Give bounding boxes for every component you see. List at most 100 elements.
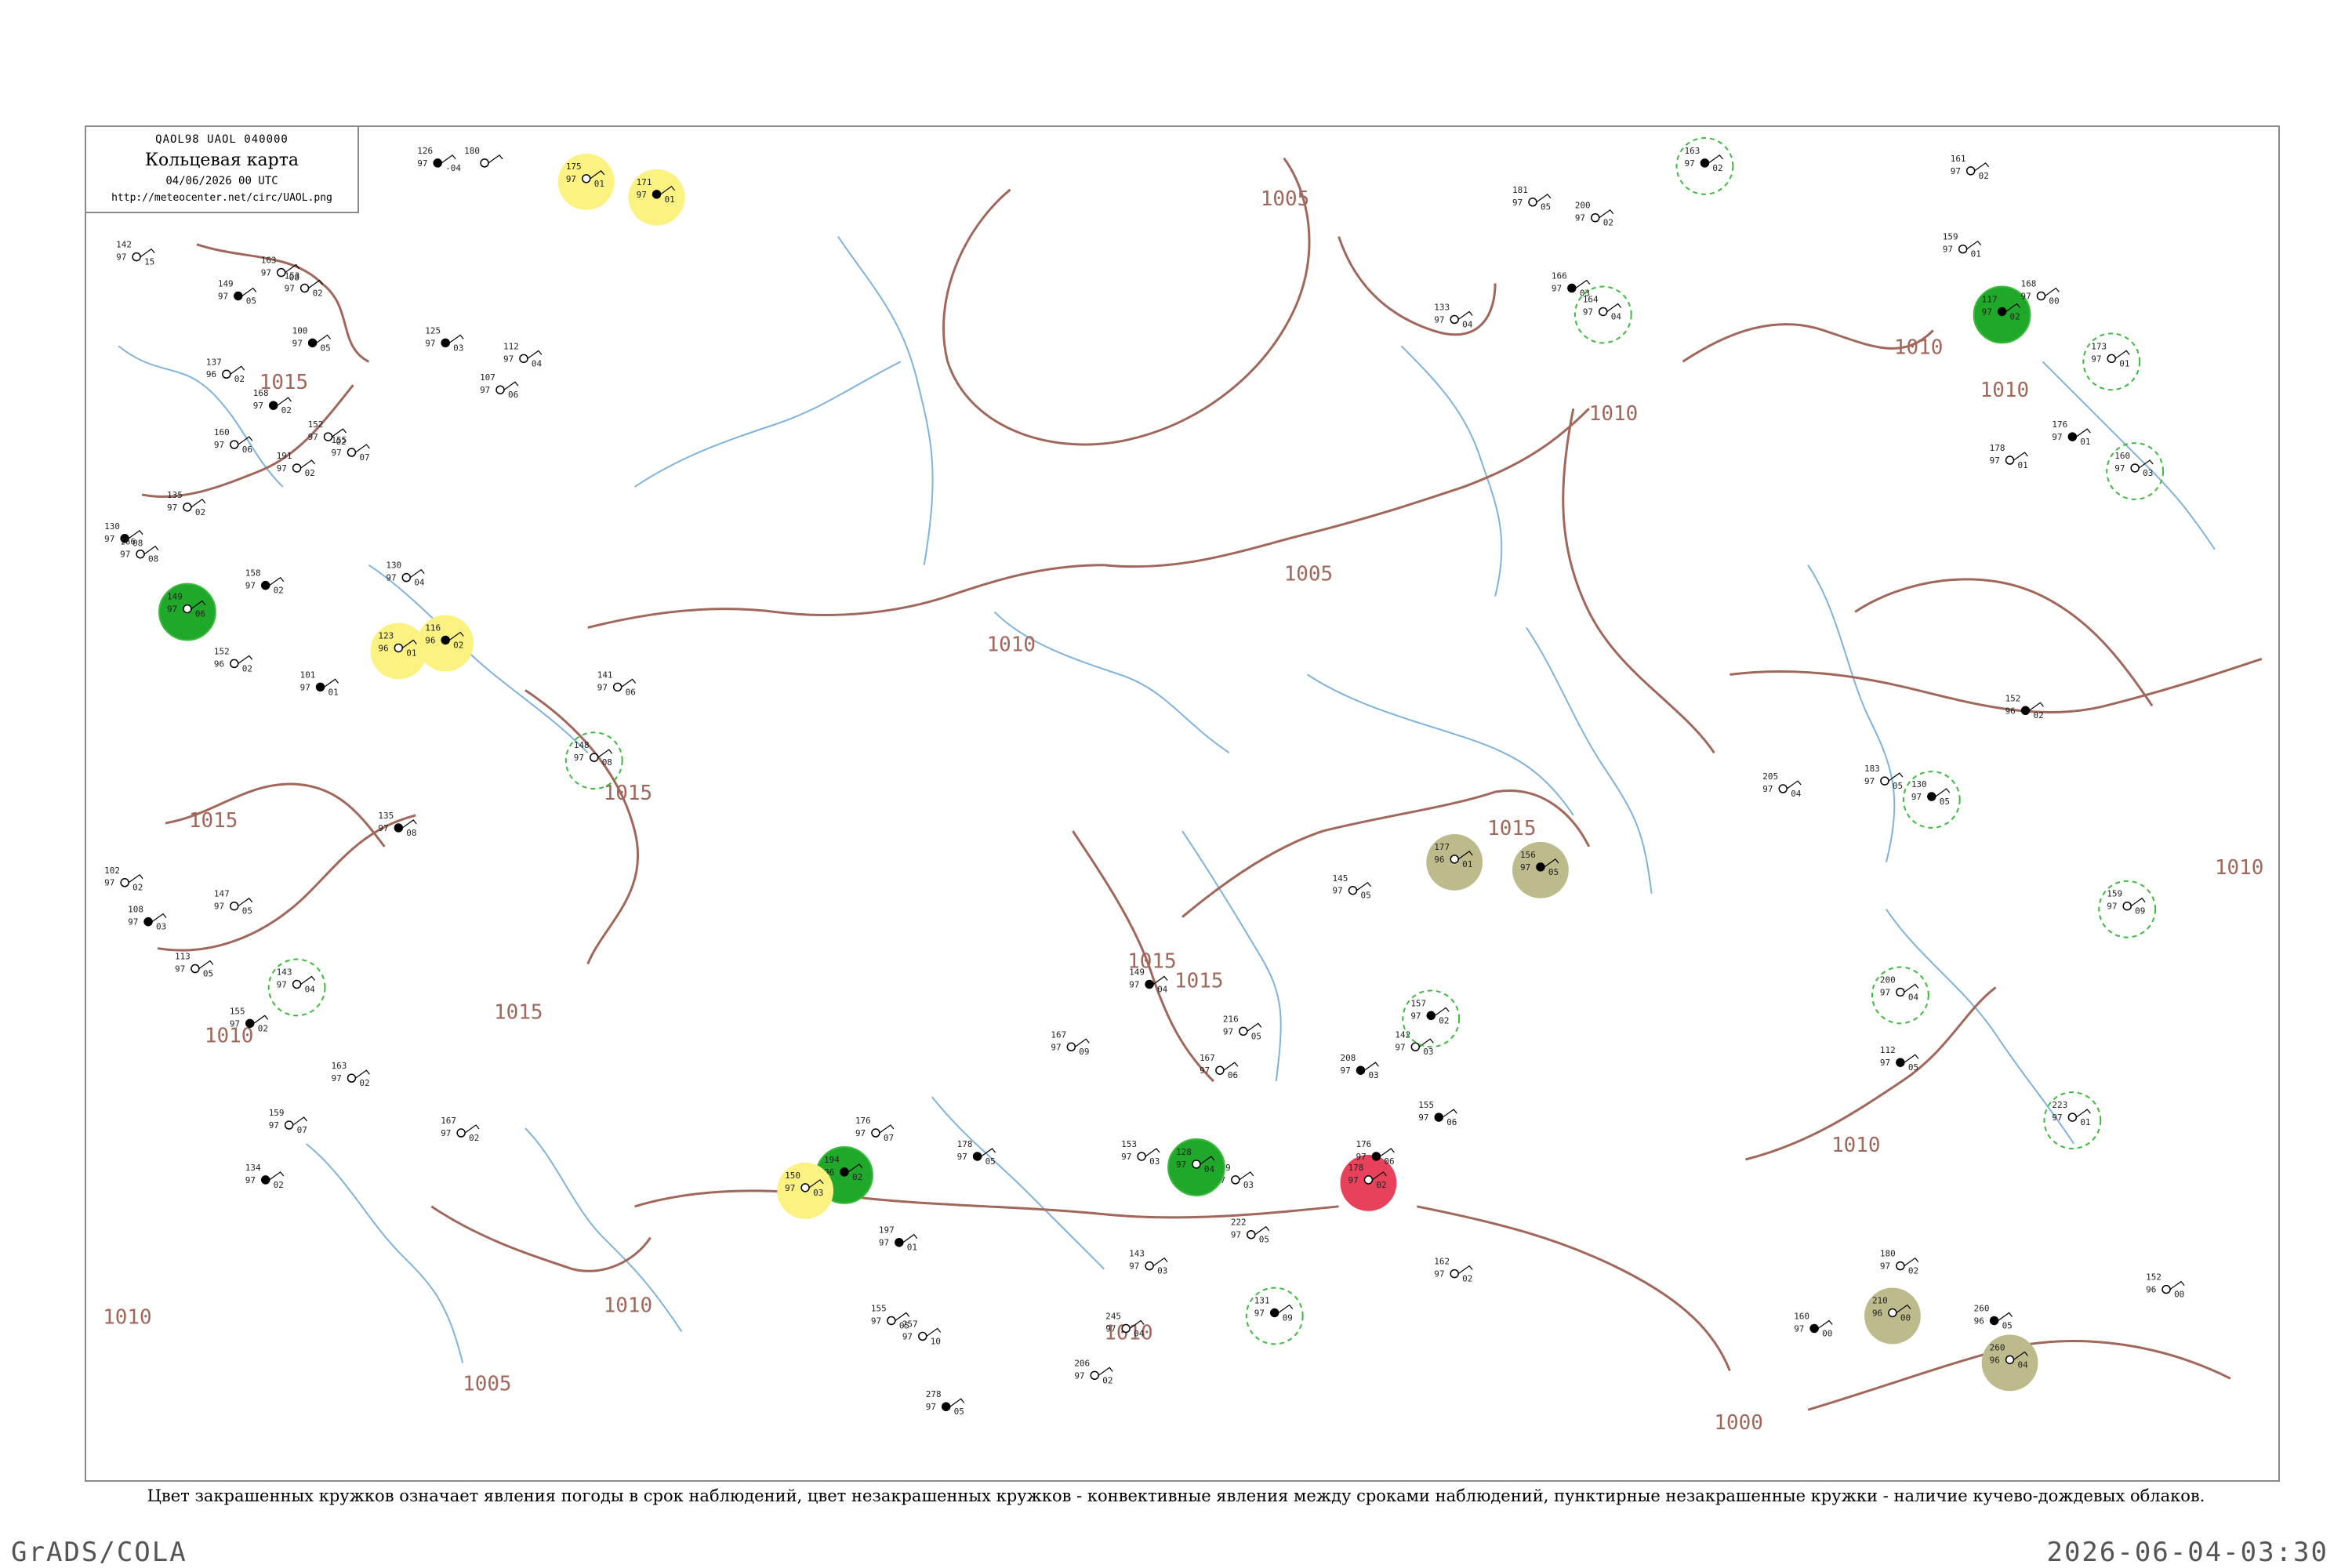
station-pressure: 197 xyxy=(879,1225,895,1236)
station-pressure: 164 xyxy=(1583,294,1599,304)
wind-barb-icon xyxy=(2076,428,2091,437)
isobar-label: 1015 xyxy=(260,371,308,394)
station-pressure: 208 xyxy=(1341,1053,1356,1063)
station-pressure: 149 xyxy=(218,279,234,289)
station-pressure: 200 xyxy=(1880,975,1896,985)
cloud-cover-icon xyxy=(2107,354,2116,364)
station-dewpoint: 96 xyxy=(1872,1308,1882,1318)
station-tendency: 05 xyxy=(1940,797,1950,807)
cloud-cover-icon xyxy=(1066,1042,1076,1052)
cloud-cover-icon xyxy=(2161,1284,2171,1294)
weather-circle xyxy=(2082,332,2141,391)
station-pressure: 161 xyxy=(1951,154,1966,164)
station-pressure: 112 xyxy=(1880,1045,1896,1055)
cloud-cover-icon xyxy=(1247,1229,1256,1240)
station-pressure: 163 xyxy=(1685,146,1700,156)
isobar-label: 1010 xyxy=(987,633,1036,656)
weather-circle xyxy=(1871,966,1929,1025)
cloud-cover-icon xyxy=(1778,784,1788,793)
wind-barb-icon xyxy=(324,678,339,688)
station-tendency: 02 xyxy=(1102,1375,1112,1385)
station-tendency: 05 xyxy=(2002,1320,2013,1330)
cloud-cover-icon xyxy=(1958,244,1968,254)
wind-barb-icon xyxy=(2138,459,2154,469)
wind-barb-icon xyxy=(1434,1007,1450,1016)
station-tendency: 06 xyxy=(1446,1117,1457,1127)
station-pressure: 100 xyxy=(292,325,308,336)
cloud-cover-icon xyxy=(941,1402,951,1411)
wind-barb-icon xyxy=(1356,881,1371,891)
station-tendency: 02 xyxy=(195,507,205,517)
source-url[interactable]: http://meteocenter.net/circ/UAOL.png xyxy=(111,192,332,204)
station-pressure: 260 xyxy=(1990,1342,2005,1352)
cloud-cover-icon xyxy=(1599,307,1608,317)
station-dewpoint: 97 xyxy=(378,823,388,833)
station-pressure: 158 xyxy=(245,568,261,579)
cloud-cover-icon xyxy=(1363,1175,1374,1185)
station-pressure: 134 xyxy=(245,1163,261,1173)
station-pressure: 178 xyxy=(1348,1163,1364,1173)
station-pressure: 116 xyxy=(425,623,441,633)
station-dewpoint: 97 xyxy=(230,1018,240,1029)
wind-barb-icon xyxy=(2114,350,2130,359)
wind-barb-icon xyxy=(128,873,143,884)
station-dewpoint: 97 xyxy=(332,448,342,458)
station-plot: 180 xyxy=(464,146,503,168)
cloud-cover-icon xyxy=(2130,463,2140,473)
weather-circle xyxy=(1573,285,1632,344)
station-tendency: 07 xyxy=(297,1125,307,1135)
station-dewpoint: 96 xyxy=(2146,1285,2156,1295)
station-pressure: 101 xyxy=(300,670,316,680)
station-tendency: 02 xyxy=(281,405,292,416)
cloud-cover-icon xyxy=(1896,987,1905,997)
station-dewpoint: 97 xyxy=(116,252,126,263)
station-tendency: 05 xyxy=(242,906,252,916)
station-dewpoint: 97 xyxy=(167,604,177,615)
cloud-cover-icon xyxy=(347,448,357,457)
wind-barb-icon xyxy=(597,749,613,758)
station-dewpoint: 97 xyxy=(417,158,427,169)
station-pressure: 130 xyxy=(1911,779,1927,789)
cloud-cover-icon xyxy=(183,503,192,512)
wind-barb-icon xyxy=(1372,1171,1387,1181)
wind-barb-icon xyxy=(332,428,347,437)
isobar-label: 1015 xyxy=(604,782,652,805)
station-pressure: 260 xyxy=(1974,1303,1990,1313)
station-pressure: 200 xyxy=(1575,201,1591,211)
map-canvas[interactable]: 1015 1015 1015 1015 1015 1010 1010 1010 … xyxy=(86,127,2278,1480)
station-pressure: 176 xyxy=(2052,419,2067,430)
station-tendency: 08 xyxy=(602,757,612,768)
cloud-cover-icon xyxy=(1450,1269,1459,1279)
station-tendency: 03 xyxy=(156,922,166,932)
station-tendency: 01 xyxy=(907,1243,917,1253)
station-dewpoint: 97 xyxy=(120,550,130,560)
station-pressure: 125 xyxy=(425,325,441,336)
wind-barb-icon xyxy=(808,1179,824,1189)
wind-barb-icon xyxy=(269,1171,285,1181)
station-tendency: 05 xyxy=(1548,867,1559,877)
station-dewpoint: 97 xyxy=(1982,307,1992,317)
station-dewpoint: 97 xyxy=(597,682,608,692)
cloud-cover-icon xyxy=(1192,1160,1201,1169)
station-pressure: 181 xyxy=(1512,185,1528,195)
wind-barb-icon xyxy=(269,576,285,586)
station-dewpoint: 97 xyxy=(1880,987,1890,997)
cloud-cover-icon xyxy=(800,1183,810,1192)
